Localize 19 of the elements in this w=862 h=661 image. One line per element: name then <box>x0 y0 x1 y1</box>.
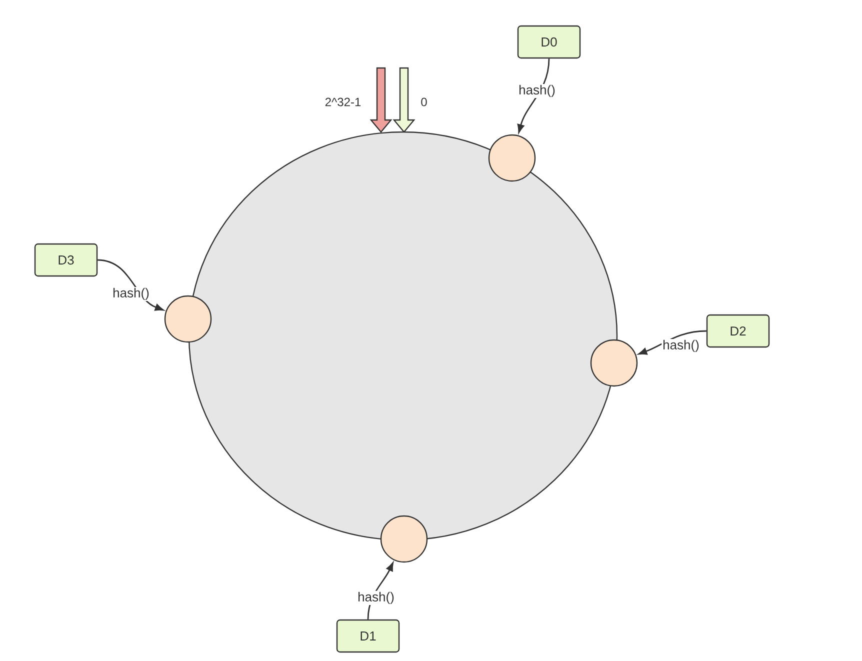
arrow <box>367 562 394 620</box>
hash-node-circle <box>590 339 638 387</box>
hash-node-circle <box>488 134 536 182</box>
ring <box>188 131 618 541</box>
data-box: D2 <box>706 314 770 348</box>
hash-node-circle <box>164 295 212 343</box>
data-box: D3 <box>34 243 98 277</box>
boundary-label: 2^32-1 <box>325 98 361 106</box>
arrow <box>517 58 550 134</box>
edge-label: hash() <box>518 84 556 98</box>
hash-node-circle <box>380 515 428 563</box>
data-box: D1 <box>336 619 400 653</box>
arrow <box>638 330 706 355</box>
edge-label: hash() <box>662 338 700 354</box>
data-box: D0 <box>517 25 581 59</box>
arrow <box>98 259 164 311</box>
edge-label: hash() <box>112 286 150 302</box>
edge-label: hash() <box>356 590 396 606</box>
boundary-label: 0 <box>421 98 427 106</box>
